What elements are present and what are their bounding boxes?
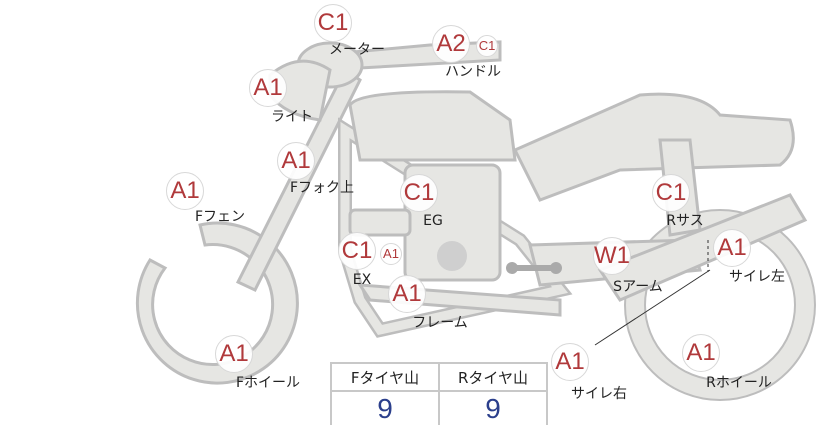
label-ffender: Fフェン bbox=[194, 209, 246, 225]
fuel-tank bbox=[348, 90, 517, 162]
label-rsus: Rサス bbox=[666, 213, 704, 229]
label-handle: ハンドル bbox=[445, 64, 501, 80]
value-front-tire: 9 bbox=[330, 390, 440, 425]
label-ffork: Fフォク上 bbox=[289, 180, 355, 196]
grade-badge-rwheel: A1 bbox=[682, 334, 720, 372]
label-muffler-right: サイレ右 bbox=[571, 386, 627, 402]
grade-badge-sarm: W1 bbox=[593, 237, 631, 275]
label-sarm: Sアーム bbox=[613, 279, 663, 295]
grade-badge-ex: C1 bbox=[338, 232, 376, 270]
grade-badge-ffender: A1 bbox=[166, 172, 204, 210]
label-ex: EX bbox=[352, 272, 372, 288]
label-muffler-left: サイレ左 bbox=[729, 269, 785, 285]
label-frame: フレーム bbox=[412, 315, 468, 331]
grade-badge-ffork: A1 bbox=[277, 142, 315, 180]
label-rwheel: Rホイール bbox=[706, 375, 772, 391]
grade-badge-handle-sub: C1 bbox=[476, 35, 498, 57]
grade-badge-light: A1 bbox=[249, 69, 287, 107]
seat bbox=[512, 92, 795, 202]
grade-badge-rsus: C1 bbox=[652, 174, 690, 212]
grade-badge-muffler-left: A1 bbox=[713, 229, 751, 267]
grade-badge-frame: A1 bbox=[388, 275, 426, 313]
label-eg: EG bbox=[423, 213, 443, 229]
grade-badge-fwheel: A1 bbox=[215, 335, 253, 373]
grade-badge-meter: C1 bbox=[314, 4, 352, 42]
grade-badge-muffler-right: A1 bbox=[551, 343, 589, 381]
label-light: ライト bbox=[271, 109, 313, 125]
header-front-tire: Fタイヤ山 bbox=[330, 362, 440, 392]
value-rear-tire: 9 bbox=[438, 390, 548, 425]
label-fwheel: Fホイール bbox=[235, 375, 301, 391]
grade-badge-handle: A2 bbox=[432, 25, 470, 63]
grade-badge-ex-sub: A1 bbox=[380, 243, 402, 265]
grade-badge-eg: C1 bbox=[400, 174, 438, 212]
label-meter: メーター bbox=[329, 42, 385, 58]
muffler bbox=[597, 193, 808, 302]
header-rear-tire: Rタイヤ山 bbox=[438, 362, 548, 392]
